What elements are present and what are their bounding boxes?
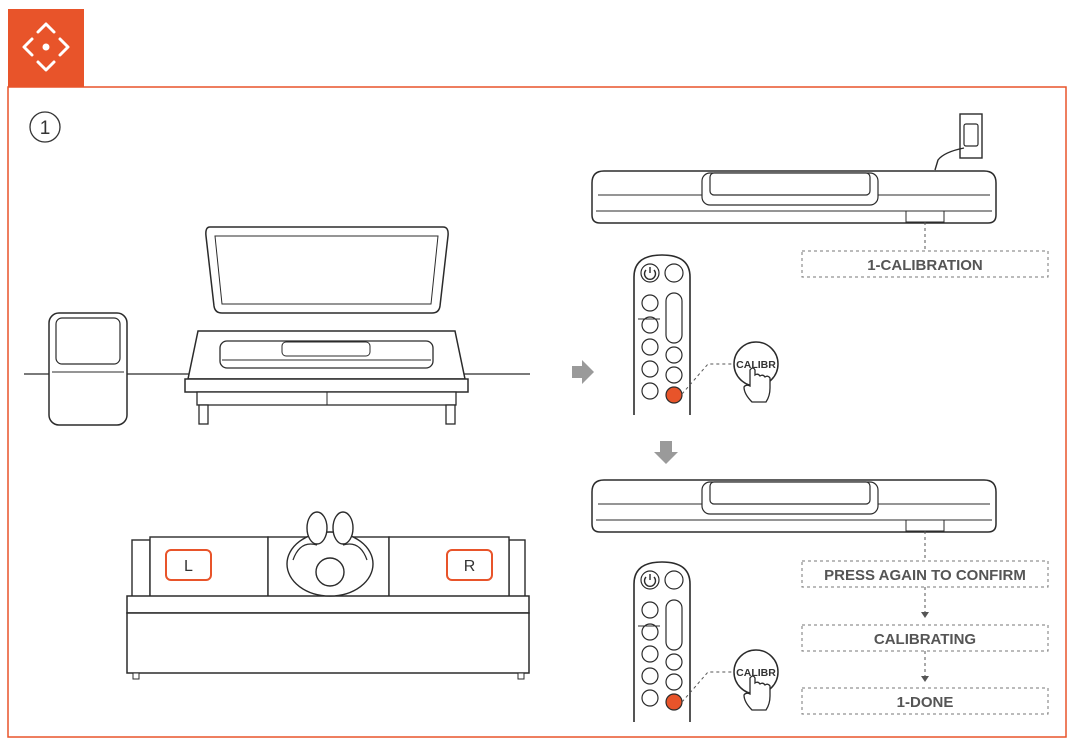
soundbar <box>591 170 997 224</box>
display-text-2: PRESS AGAIN TO CONFIRM <box>824 567 1026 584</box>
step-number: 1 <box>40 118 51 139</box>
calibr-button-label: CALIBR <box>736 359 776 371</box>
right-cushion-label: R <box>464 558 476 575</box>
living-room-illustration <box>24 226 530 426</box>
display-arrow-3 <box>921 612 929 618</box>
calibr-button-callout-confirm <box>733 649 779 711</box>
display-text-1: 1-CALIBRATION <box>867 257 983 274</box>
display-box-3 <box>801 624 1049 652</box>
calibr-button-callout <box>733 341 779 403</box>
calibr-button-label-confirm: CALIBR <box>736 667 776 679</box>
remote-control <box>633 254 691 416</box>
step-number-badge <box>29 111 61 143</box>
right-cushion-marker <box>446 549 493 581</box>
left-cushion-label: L <box>184 558 193 575</box>
remote-callout-leader-confirm <box>681 671 736 703</box>
display-text-4: 1-DONE <box>897 694 954 711</box>
sofa-illustration <box>126 511 530 680</box>
arrow-down-icon <box>654 441 678 464</box>
soundbar-confirm <box>591 479 997 533</box>
calibration-icon-glyph <box>22 22 70 72</box>
display-box-4 <box>801 687 1049 715</box>
content-frame <box>7 86 1067 738</box>
left-cushion-marker <box>165 549 212 581</box>
display-box-1 <box>801 250 1049 278</box>
arrow-right-icon <box>572 360 594 384</box>
display-arrow-4 <box>921 676 929 682</box>
wall-outlet <box>934 113 983 171</box>
remote-callout-leader <box>681 363 736 395</box>
display-text-3: CALIBRATING <box>874 631 976 648</box>
remote-control-confirm <box>633 561 691 723</box>
display-box-2 <box>801 560 1049 588</box>
